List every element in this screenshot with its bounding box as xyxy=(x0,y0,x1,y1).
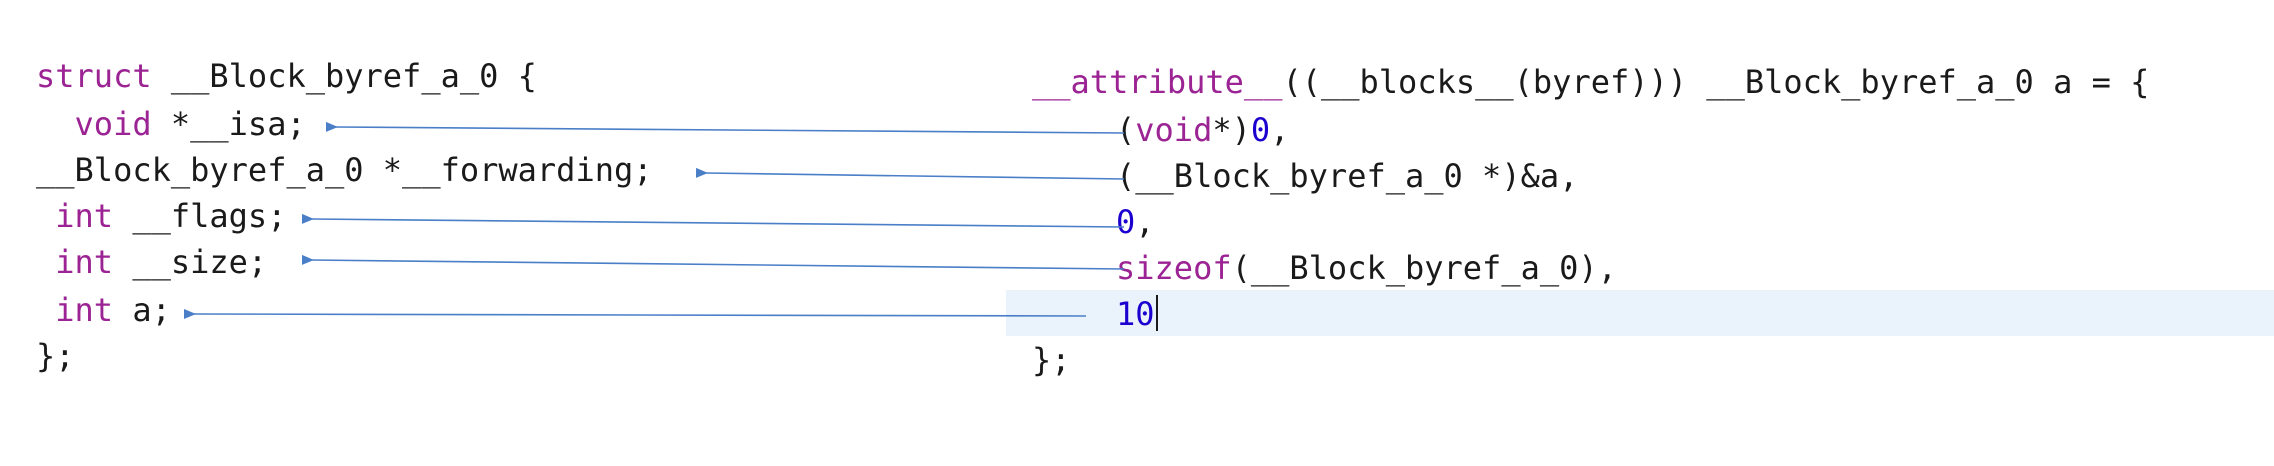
init-line-attribute: __attribute__((__blocks__(byref))) __Blo… xyxy=(1032,63,2150,101)
struct-line-a: int a; xyxy=(55,291,171,329)
arrow-size xyxy=(301,254,1125,270)
init-line-close: }; xyxy=(1032,341,1071,379)
struct-line-close: }; xyxy=(36,337,75,375)
init-line-size: sizeof(__Block_byref_a_0), xyxy=(1116,249,1617,287)
arrow-isa xyxy=(325,121,1125,134)
struct-line-forwarding: __Block_byref_a_0 *__forwarding; xyxy=(36,151,653,189)
struct-line-0: struct __Block_byref_a_0 { xyxy=(36,57,537,95)
arrow-a xyxy=(183,308,1087,319)
current-line-highlight xyxy=(1006,290,2274,336)
init-line-flags: 0, xyxy=(1116,203,1155,241)
init-line-forwarding: (__Block_byref_a_0 *)&a, xyxy=(1116,157,1579,195)
init-line-a[interactable]: 10 xyxy=(1116,294,1158,334)
arrow-flags xyxy=(301,213,1125,228)
struct-line-flags: int __flags; xyxy=(55,197,287,235)
struct-line-isa: void *__isa; xyxy=(74,105,306,143)
init-line-isa: (void*)0, xyxy=(1116,111,1290,149)
arrow-forwarding xyxy=(695,167,1125,180)
text-cursor xyxy=(1155,295,1158,331)
struct-line-size: int __size; xyxy=(55,243,268,281)
